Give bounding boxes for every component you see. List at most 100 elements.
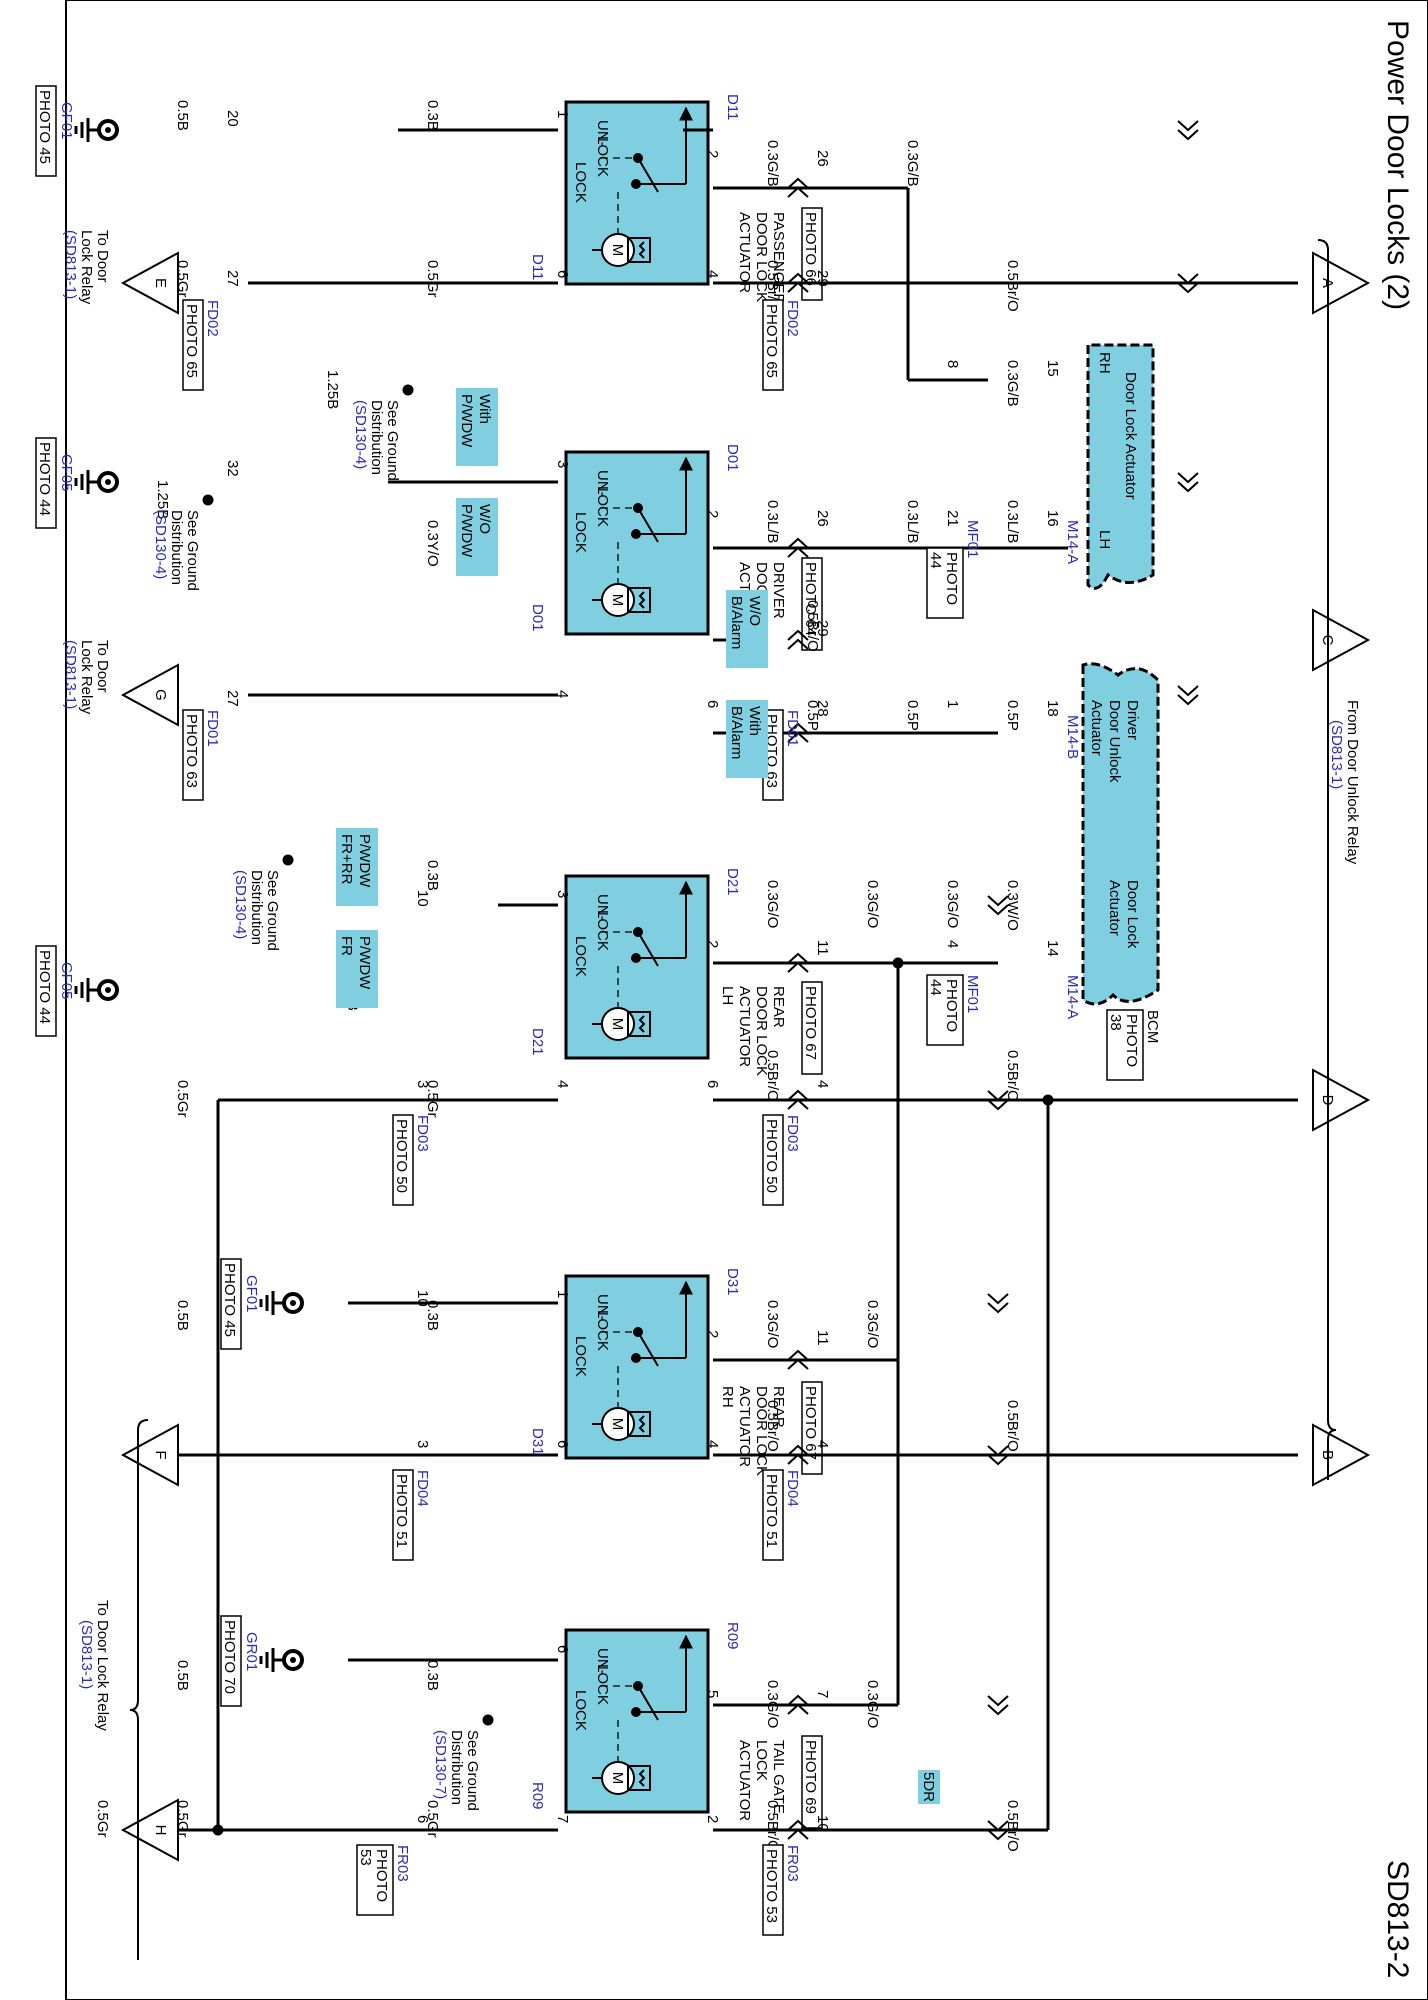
connector-chevron-icon	[987, 1445, 1009, 1466]
actuator-label: RH	[719, 1386, 736, 1408]
pin-number: 3	[414, 1440, 431, 1448]
ground-dist-note: Distribution	[248, 870, 265, 945]
page-code: SD813-2	[1381, 1860, 1414, 1978]
wire-label: 0.5Br/O	[764, 1050, 781, 1102]
wire-label: 0.5Gr	[174, 1080, 191, 1118]
pin-number: 5	[704, 1690, 721, 1698]
option-tag-5dr: 5DR	[918, 1770, 940, 1804]
svg-text:P/WDW: P/WDW	[458, 504, 475, 558]
pin-number: 4	[704, 270, 721, 278]
wire-label: 0.3G/O	[944, 880, 961, 928]
connector-id: FD03	[784, 1115, 801, 1152]
wire-label: 0.3W/O	[1004, 880, 1021, 931]
cloud-label: LH	[1096, 530, 1113, 549]
connector-id: MF01	[964, 975, 981, 1013]
wire-label: 0.5Gr	[424, 1080, 441, 1118]
pin-number: 3	[554, 890, 571, 898]
pin-number: 7	[814, 1690, 831, 1698]
ground-photo-label: PHOTO 45	[220, 1258, 242, 1350]
cloud-label: Door Unlock	[1106, 700, 1123, 783]
actuator-label: ACTUATOR	[736, 1740, 753, 1821]
actuator-photo: PHOTO 64	[801, 557, 823, 651]
ground-dist-note: See Ground	[184, 510, 201, 591]
wire-label: 0.3L/B	[904, 500, 921, 543]
wire-label: 0.5B	[174, 100, 191, 131]
connector-id: D31	[724, 1268, 741, 1296]
wire-label: 0.3B	[424, 100, 441, 131]
wire-label: 0.5Br/O	[1004, 1800, 1021, 1852]
connector-chevron-icon	[1177, 472, 1199, 493]
from-relay-caption: From Door Unlock Relay	[1344, 700, 1361, 865]
ground-name: GF01	[243, 1275, 260, 1313]
pin-number: 2	[704, 940, 721, 948]
ground-dist-ref: (SD130-4)	[232, 870, 249, 939]
relay-ref-code: (SD813-1)	[62, 640, 79, 709]
wire-label: 1.25B	[324, 370, 341, 409]
connector-chevron-icon	[987, 895, 1009, 916]
actuator-label: REAR	[770, 1386, 787, 1428]
connector-id: FD03	[414, 1115, 431, 1152]
photo-text: PHOTO 69	[802, 1740, 819, 1814]
pin-number: 10	[414, 890, 431, 907]
photo-text: 44	[927, 552, 944, 569]
connector-id: M14-A	[1064, 520, 1081, 564]
offpage-a: A	[1312, 251, 1371, 315]
photo-text: PHOTO 70	[221, 1620, 238, 1694]
photo-text: PHOTO	[373, 1849, 390, 1902]
connector-chevron-icon	[1177, 685, 1199, 706]
photo-text: PHOTO 53	[763, 1849, 780, 1923]
offpage-f: F	[120, 1423, 179, 1487]
pin-number: 29	[814, 620, 831, 637]
connector-id: D21	[724, 868, 741, 896]
motor-label: M	[609, 594, 626, 607]
connector-chevron-icon	[787, 722, 809, 743]
svg-text:P/WDW: P/WDW	[458, 394, 475, 448]
connector-photo: PHOTO 63	[182, 709, 204, 801]
connector-id: D21	[529, 1028, 546, 1056]
connector-id: FD04	[414, 1470, 431, 1507]
pin-number: 20	[224, 110, 241, 127]
photo-text: PHOTO 50	[393, 1119, 410, 1193]
pin-number: 6	[554, 1645, 571, 1653]
connector-id: D31	[529, 1428, 546, 1456]
connector-id: D11	[724, 94, 741, 120]
wire-label: 0.3G/O	[764, 1680, 781, 1728]
page-title: Power Door Locks (2)	[1381, 20, 1414, 310]
unlock-label: UN-	[594, 470, 611, 497]
photo-text: PHOTO 67	[802, 986, 819, 1060]
wire-label: 0.3G/O	[864, 1300, 881, 1348]
actuator-photo: PHOTO 67	[801, 981, 823, 1075]
connector-photo: PHOTO 50	[762, 1114, 784, 1206]
wire-label: 0.3L/B	[764, 500, 781, 543]
connector-chevron-icon	[987, 1090, 1009, 1111]
actuator-label: ACTUATOR	[736, 1386, 753, 1467]
ground-icon	[74, 978, 119, 1002]
offpage-d: D	[1312, 1068, 1371, 1132]
wire-label: 1.25B	[154, 480, 171, 519]
lock-label: LOCK	[572, 512, 589, 553]
pin-number: 1	[554, 110, 571, 118]
unlock-label: UN-	[594, 1294, 611, 1321]
pin-number: 4	[554, 1080, 571, 1088]
wire-label: 0.3B	[424, 860, 441, 891]
svg-text:FR+RR: FR+RR	[338, 834, 355, 885]
photo-text: PHOTO	[943, 979, 960, 1032]
actuator-photo: PHOTO 67	[801, 1381, 823, 1475]
cloud-label: Actuator	[1088, 700, 1105, 756]
photo-text: PHOTO 64	[802, 562, 819, 636]
pin-number: 21	[944, 510, 961, 527]
svg-text:With: With	[746, 706, 763, 736]
actuator-label: LOCK	[753, 1740, 770, 1781]
svg-text:W/O: W/O	[476, 504, 493, 534]
relay-ref: To Door	[94, 640, 111, 693]
splice-dot	[482, 1714, 494, 1726]
offpage-letter: G	[152, 689, 169, 701]
pin-number: 18	[1044, 700, 1061, 717]
pin-number: 4	[704, 1440, 721, 1448]
